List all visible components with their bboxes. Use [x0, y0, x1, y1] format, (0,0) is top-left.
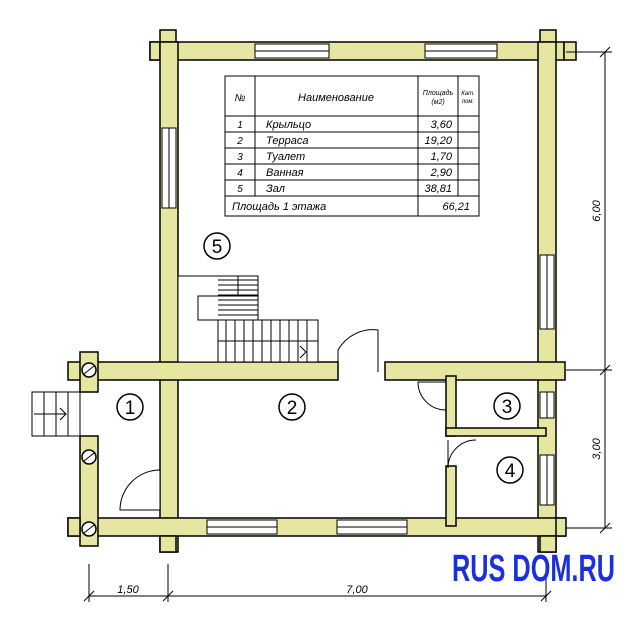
room-markers: 1 2 3 4 5 — [116, 232, 524, 484]
table-cell-area: 19,20 — [424, 135, 452, 147]
room-number-5: 5 — [212, 237, 223, 258]
table-cell-area: 1,70 — [431, 151, 453, 163]
table-cell-no: 2 — [236, 136, 243, 147]
area-table: № Наименование Площадь (м2) Кат. пом. 1 … — [224, 75, 480, 217]
table-cell-name: Крыльцо — [266, 119, 311, 131]
room-number-3: 3 — [502, 397, 513, 418]
table-cell-no: 5 — [237, 184, 243, 195]
room-number-4: 4 — [505, 461, 516, 482]
table-row: 2 Терраса 19,20 — [236, 135, 453, 147]
table-cell-no: 1 — [237, 120, 243, 131]
table-cell-no: 3 — [237, 152, 243, 163]
table-header-area: Площадь — [423, 89, 454, 97]
room-label-2: 2 — [278, 393, 306, 421]
room-label-1: 1 — [116, 393, 144, 421]
table-cell-area: 3,60 — [431, 119, 453, 131]
room-number-2: 2 — [287, 398, 298, 419]
table-cell-name: Терраса — [266, 135, 308, 147]
table-row: 5 Зал 38,81 — [237, 183, 452, 195]
table-cell-area: 2,90 — [430, 167, 453, 179]
table-cell-no: 4 — [237, 168, 243, 179]
room-label-3: 3 — [493, 392, 521, 420]
table-total-label: Площадь 1 этажа — [232, 201, 326, 213]
windows — [161, 43, 555, 535]
walls — [67, 29, 577, 553]
room-label-4: 4 — [496, 456, 524, 484]
dimension-right-bottom: 3,00 — [591, 437, 603, 459]
table-row: 4 Ванная 2,90 — [237, 167, 453, 179]
dimension-right-top: 6,00 — [591, 199, 603, 221]
table-total-value: 66,21 — [442, 201, 470, 213]
table-header-name: Наименование — [298, 92, 374, 104]
log-markers — [81, 362, 97, 537]
watermark-logo: RUS DOM.RU — [452, 548, 615, 590]
table-row: 1 Крыльцо 3,60 — [237, 119, 453, 131]
table-cell-name: Ванная — [266, 167, 304, 179]
room-label-5: 5 — [203, 232, 231, 260]
room-number-1: 1 — [125, 398, 136, 419]
table-header-area-unit: (м2) — [431, 99, 444, 106]
table-cell-area: 38,81 — [424, 183, 452, 195]
table-row: 3 Туалет 1,70 — [237, 151, 453, 163]
porch-steps — [31, 391, 81, 437]
table-cell-name: Зал — [266, 183, 285, 195]
doors — [119, 329, 477, 511]
dimension-bottom-main: 7,00 — [346, 584, 368, 596]
table-header-no: № — [235, 93, 246, 104]
table-header-cat-2: пом. — [462, 99, 474, 105]
table-header-cat: Кат. — [461, 91, 474, 97]
dimension-lines: 6,00 3,00 1,50 7,00 — [83, 46, 612, 602]
table-cell-name: Туалет — [266, 151, 305, 163]
staircase — [177, 275, 319, 363]
dimension-bottom-left: 1,50 — [117, 584, 139, 596]
